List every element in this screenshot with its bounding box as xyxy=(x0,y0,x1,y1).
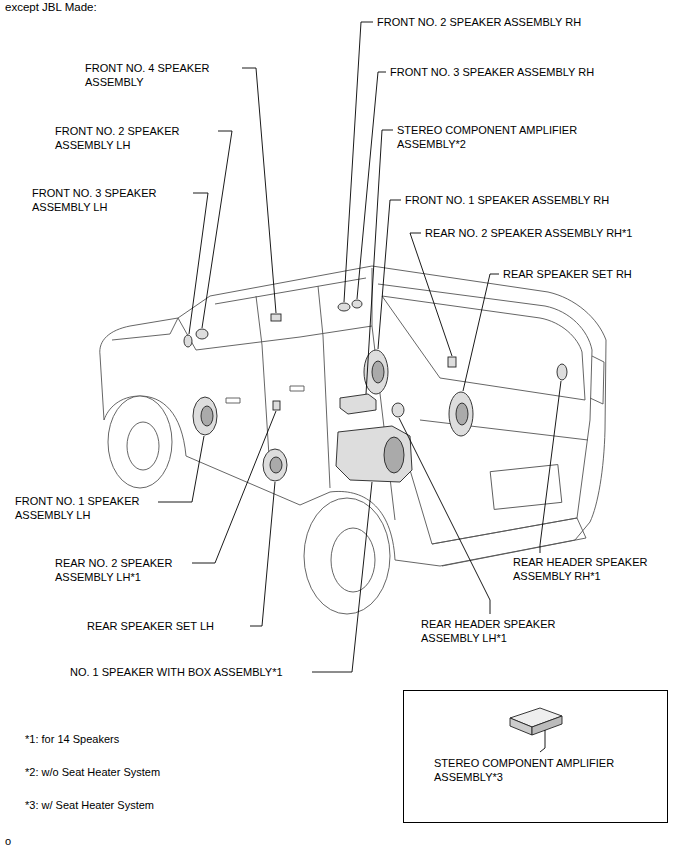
front-wheel xyxy=(108,396,172,488)
amplifier-front xyxy=(532,716,562,735)
part-name: NO. 1 SPEAKER WITH BOX ASSEMBLY*1 xyxy=(70,665,283,679)
part-name: REAR HEADER SPEAKER ASSEMBLY LH*1 xyxy=(421,617,581,645)
part-name: REAR SPEAKER SET RH xyxy=(503,267,632,281)
door-line xyxy=(318,286,330,488)
speaker-cone xyxy=(201,406,213,426)
leader-line xyxy=(250,482,275,626)
belt-line xyxy=(196,326,372,350)
part-name: FRONT NO. 1 SPEAKER ASSEMBLY LH xyxy=(15,494,165,522)
speaker-woofer xyxy=(263,449,287,481)
hatch-crease xyxy=(420,420,588,440)
leader-line xyxy=(357,72,386,299)
part-name: FRONT NO. 3 SPEAKER ASSEMBLY RH xyxy=(390,65,594,79)
speaker-tweeter xyxy=(184,335,192,347)
amplifier-side xyxy=(510,718,532,735)
speaker-small xyxy=(273,401,280,410)
leader-line xyxy=(192,411,276,563)
leader-line xyxy=(410,233,452,356)
inset-box: STEREO COMPONENT AMPLIFIER ASSEMBLY*3 xyxy=(403,690,668,823)
leader-line xyxy=(242,68,276,313)
speaker-small xyxy=(448,357,456,367)
license-plate xyxy=(490,465,562,510)
speaker-tweeter xyxy=(338,303,350,311)
speaker-cone xyxy=(270,457,282,473)
footnote: *1: for 14 Speakers xyxy=(25,732,119,746)
part-name: STEREO COMPONENT AMPLIFIER ASSEMBLY*2 xyxy=(397,123,612,151)
leader-line xyxy=(540,381,561,553)
leader-line xyxy=(366,130,393,394)
part-name: FRONT NO. 4 SPEAKER ASSEMBLY xyxy=(85,61,235,89)
amplifier-box xyxy=(340,394,376,414)
part-name: FRONT NO. 2 SPEAKER ASSEMBLY LH xyxy=(55,124,205,152)
leader-line xyxy=(189,193,208,334)
leader-line xyxy=(378,200,401,349)
leader-line xyxy=(202,131,232,328)
roof-line xyxy=(215,278,366,304)
part-name: FRONT NO. 3 SPEAKER ASSEMBLY LH xyxy=(32,186,182,214)
leader-line xyxy=(399,418,490,614)
speaker-small xyxy=(392,403,404,417)
speaker-tweeter xyxy=(196,329,208,339)
part-name: REAR NO. 2 SPEAKER ASSEMBLY LH*1 xyxy=(55,556,205,584)
tail-lamp xyxy=(590,356,604,404)
subwoofer-box xyxy=(336,426,412,482)
footnote: *2: w/o Seat Heater System xyxy=(25,765,160,779)
leader-line xyxy=(158,436,204,502)
hatch-outline xyxy=(378,284,592,544)
part-name: REAR HEADER SPEAKER ASSEMBLY RH*1 xyxy=(513,555,673,583)
speaker-small xyxy=(557,364,567,380)
speaker-woofer xyxy=(193,397,217,435)
hood-line xyxy=(112,318,178,340)
part-name: FRONT NO. 1 SPEAKER ASSEMBLY RH xyxy=(405,193,609,207)
page-mark: o xyxy=(5,834,11,848)
speaker-center xyxy=(271,314,281,321)
part-name: REAR SPEAKER SET LH xyxy=(87,619,214,633)
speaker-cone xyxy=(456,403,468,425)
footnote: *3: w/ Seat Heater System xyxy=(25,798,154,812)
leader-line xyxy=(344,22,373,302)
rear-glass xyxy=(382,296,585,400)
speaker-cone xyxy=(372,361,384,383)
wheel-hub xyxy=(127,422,159,470)
heading: except JBL Made: xyxy=(5,0,97,14)
speaker-woofer xyxy=(449,392,473,436)
door-handle xyxy=(226,398,240,403)
rear-wheel xyxy=(304,498,390,614)
part-name: FRONT NO. 2 SPEAKER ASSEMBLY RH xyxy=(377,15,581,29)
a-pillar xyxy=(178,318,196,350)
part-name: STEREO COMPONENT AMPLIFIER ASSEMBLY*3 xyxy=(434,756,639,784)
subwoofer-cone xyxy=(384,437,404,473)
part-name: REAR NO. 2 SPEAKER ASSEMBLY RH*1 xyxy=(425,226,632,240)
door-line xyxy=(256,296,270,472)
wheel-hub xyxy=(331,528,375,592)
leader-line xyxy=(540,730,545,752)
leader-line xyxy=(463,274,499,391)
door-handle xyxy=(290,386,304,391)
speaker-tweeter xyxy=(352,300,362,308)
leader-line xyxy=(312,482,372,672)
